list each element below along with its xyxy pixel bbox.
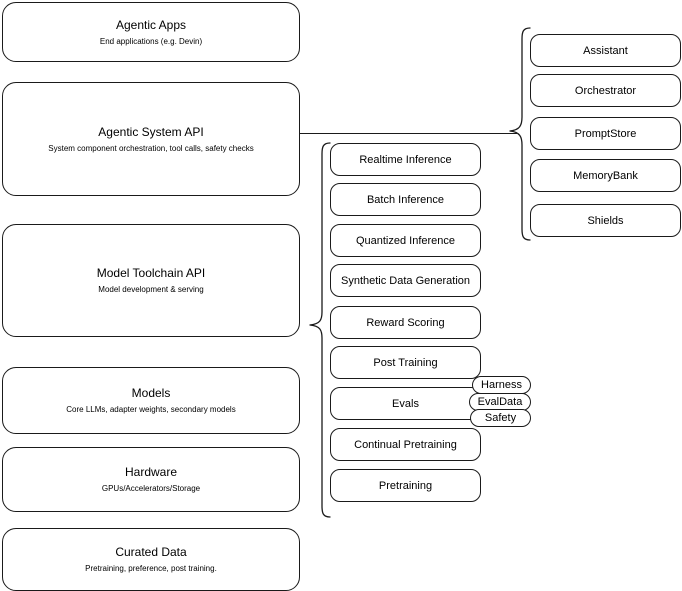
layer-title: Agentic Apps: [115, 17, 187, 32]
layer-box-curated-data[interactable]: Curated Data Pretraining, preference, po…: [2, 528, 300, 591]
toolchain-box-continual-pretraining[interactable]: Continual Pretraining: [330, 428, 481, 461]
eval-badge-harness[interactable]: Harness: [472, 376, 531, 394]
toolchain-label: Post Training: [373, 356, 438, 369]
brace-agentic-system: [509, 27, 531, 241]
system-label: MemoryBank: [573, 169, 638, 182]
layer-subtitle: System component orchestration, tool cal…: [48, 143, 254, 153]
layer-title: Agentic System API: [98, 124, 204, 139]
eval-badge-label: Harness: [481, 379, 522, 391]
layer-title: Model Toolchain API: [96, 266, 206, 280]
layer-subtitle: Core LLMs, adapter weights, secondary mo…: [66, 405, 236, 414]
brace-model-toolchain: [309, 142, 331, 518]
toolchain-box-synthetic-data-generation[interactable]: Synthetic Data Generation: [330, 264, 481, 297]
layer-box-agentic-system-api[interactable]: Agentic System API System component orch…: [2, 82, 300, 196]
toolchain-box-batch-inference[interactable]: Batch Inference: [330, 183, 481, 216]
toolchain-box-realtime-inference[interactable]: Realtime Inference: [330, 143, 481, 176]
layer-subtitle: GPUs/Accelerators/Storage: [101, 484, 201, 493]
toolchain-label: Batch Inference: [366, 193, 445, 206]
layer-subtitle: Pretraining, preference, post training.: [85, 564, 217, 573]
toolchain-label: Reward Scoring: [366, 316, 445, 329]
layer-box-models[interactable]: Models Core LLMs, adapter weights, secon…: [2, 367, 300, 434]
system-label: Shields: [587, 214, 624, 227]
toolchain-label: Evals: [392, 397, 419, 410]
eval-badge-label: EvalData: [477, 396, 523, 408]
toolchain-label: Quantized Inference: [355, 234, 456, 247]
system-label: Orchestrator: [574, 84, 637, 97]
toolchain-box-quantized-inference[interactable]: Quantized Inference: [330, 224, 481, 257]
toolchain-label: Pretraining: [378, 479, 433, 492]
layer-title: Models: [131, 386, 171, 400]
system-box-assistant[interactable]: Assistant: [530, 34, 681, 67]
system-label: PromptStore: [574, 127, 637, 140]
system-box-orchestrator[interactable]: Orchestrator: [530, 74, 681, 107]
system-box-memorybank[interactable]: MemoryBank: [530, 159, 681, 192]
system-label: Assistant: [583, 44, 628, 57]
layer-box-model-toolchain-api[interactable]: Model Toolchain API Model development & …: [2, 224, 300, 337]
layer-subtitle: Model development & serving: [98, 285, 204, 294]
layer-title: Hardware: [124, 465, 178, 479]
connector-line-agentic-system-api: [300, 133, 517, 134]
layer-box-agentic-apps[interactable]: Agentic Apps End applications (e.g. Devi…: [2, 2, 300, 62]
toolchain-box-post-training[interactable]: Post Training: [330, 346, 481, 379]
layer-box-hardware[interactable]: Hardware GPUs/Accelerators/Storage: [2, 447, 300, 512]
layer-subtitle: End applications (e.g. Devin): [99, 36, 203, 46]
toolchain-label: Continual Pretraining: [354, 438, 457, 451]
layer-title: Curated Data: [115, 545, 187, 559]
system-box-shields[interactable]: Shields: [530, 204, 681, 237]
toolchain-box-pretraining[interactable]: Pretraining: [330, 469, 481, 502]
toolchain-box-evals[interactable]: Evals: [330, 387, 481, 420]
toolchain-label: Realtime Inference: [359, 153, 452, 166]
eval-badge-safety[interactable]: Safety: [470, 409, 531, 427]
system-box-promptstore[interactable]: PromptStore: [530, 117, 681, 150]
eval-badge-label: Safety: [484, 412, 517, 424]
toolchain-box-reward-scoring[interactable]: Reward Scoring: [330, 306, 481, 339]
toolchain-label: Synthetic Data Generation: [340, 274, 471, 287]
